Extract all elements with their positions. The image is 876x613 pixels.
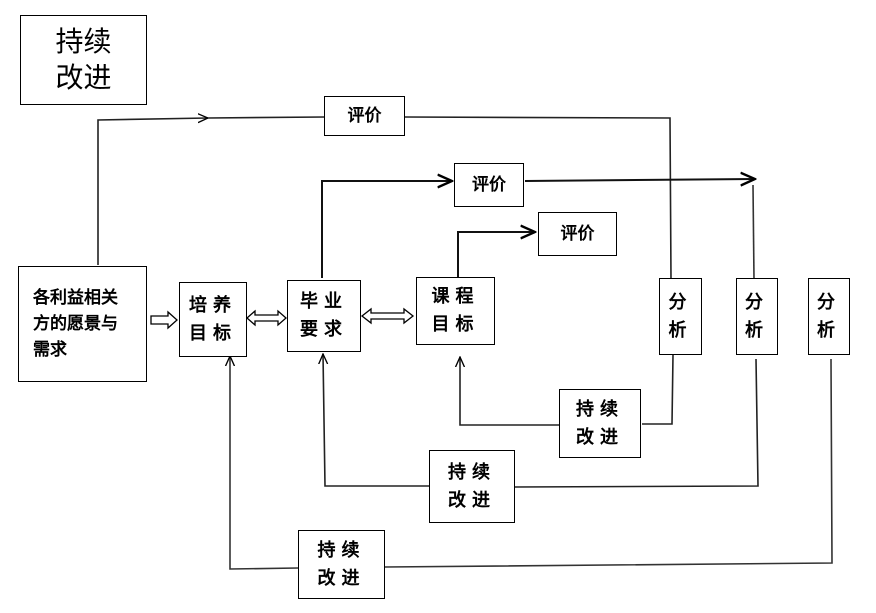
hollow-arrow-stake-to-training <box>150 310 178 330</box>
training-goal-line-2: 目标 <box>189 322 237 344</box>
grad-eval-line <box>321 179 755 281</box>
analysis-box-3: 分 析 <box>808 278 850 355</box>
analysis-char-1: 分 <box>745 291 769 313</box>
improvement-line-1: 持续 <box>576 398 624 420</box>
training-goal-line-1: 培养 <box>189 294 237 316</box>
stakeholder-needs-box: 各利益相关 方的愿景与 需求 <box>18 266 147 382</box>
improvement-line-1: 持续 <box>448 461 496 483</box>
stakeholder-line-2: 方的愿景与 <box>33 314 118 334</box>
evaluation-label: 评价 <box>347 106 382 126</box>
analysis-char-2: 析 <box>745 319 769 341</box>
course-goal-line-1: 课程 <box>431 286 480 307</box>
course-eval-line <box>457 232 535 277</box>
stakeholder-line-1: 各利益相关 <box>33 288 118 308</box>
outer-eval-line <box>97 117 672 281</box>
evaluation-label: 评价 <box>472 175 506 195</box>
improve-loop-3 <box>230 356 833 570</box>
continuous-improvement-title: 持续 改进 <box>20 15 147 105</box>
grad-req-line-1: 毕业 <box>300 291 348 312</box>
evaluation-box-course: 评价 <box>538 212 617 256</box>
course-goal-line-2: 目标 <box>431 314 480 335</box>
analysis-box-2: 分 析 <box>736 278 778 355</box>
improvement-line-2: 改进 <box>576 426 624 448</box>
analysis-char-2: 析 <box>817 319 841 341</box>
improve-loop-2 <box>323 354 759 488</box>
evaluation-box-grad: 评价 <box>454 163 524 207</box>
evaluation-label: 评价 <box>560 224 595 244</box>
improve-loop-1 <box>460 354 674 426</box>
evaluation-box-outer: 评价 <box>324 96 405 136</box>
training-goal-box: 培养 目标 <box>179 282 247 357</box>
improvement-line-2: 改进 <box>317 567 366 589</box>
course-goal-box: 课程 目标 <box>416 277 495 345</box>
improvement-line-1: 持续 <box>317 539 366 561</box>
stakeholder-line-3: 需求 <box>33 340 67 360</box>
improvement-box-1: 持续 改进 <box>559 389 641 458</box>
title-line-2: 改进 <box>55 61 112 94</box>
analysis-box-1: 分 析 <box>659 278 702 355</box>
analysis-char-1: 分 <box>668 291 693 313</box>
analysis-char-1: 分 <box>817 291 841 313</box>
graduation-requirement-box: 毕业 要求 <box>287 280 361 352</box>
title-line-1: 持续 <box>55 25 112 58</box>
grad-req-line-2: 要求 <box>300 319 348 340</box>
double-arrow-grad-course <box>360 307 415 325</box>
analysis-char-2: 析 <box>668 319 693 341</box>
improvement-line-2: 改进 <box>448 489 496 511</box>
improvement-box-3: 持续 改进 <box>298 530 385 599</box>
improvement-box-2: 持续 改进 <box>429 450 515 523</box>
double-arrow-training-grad <box>246 309 287 327</box>
